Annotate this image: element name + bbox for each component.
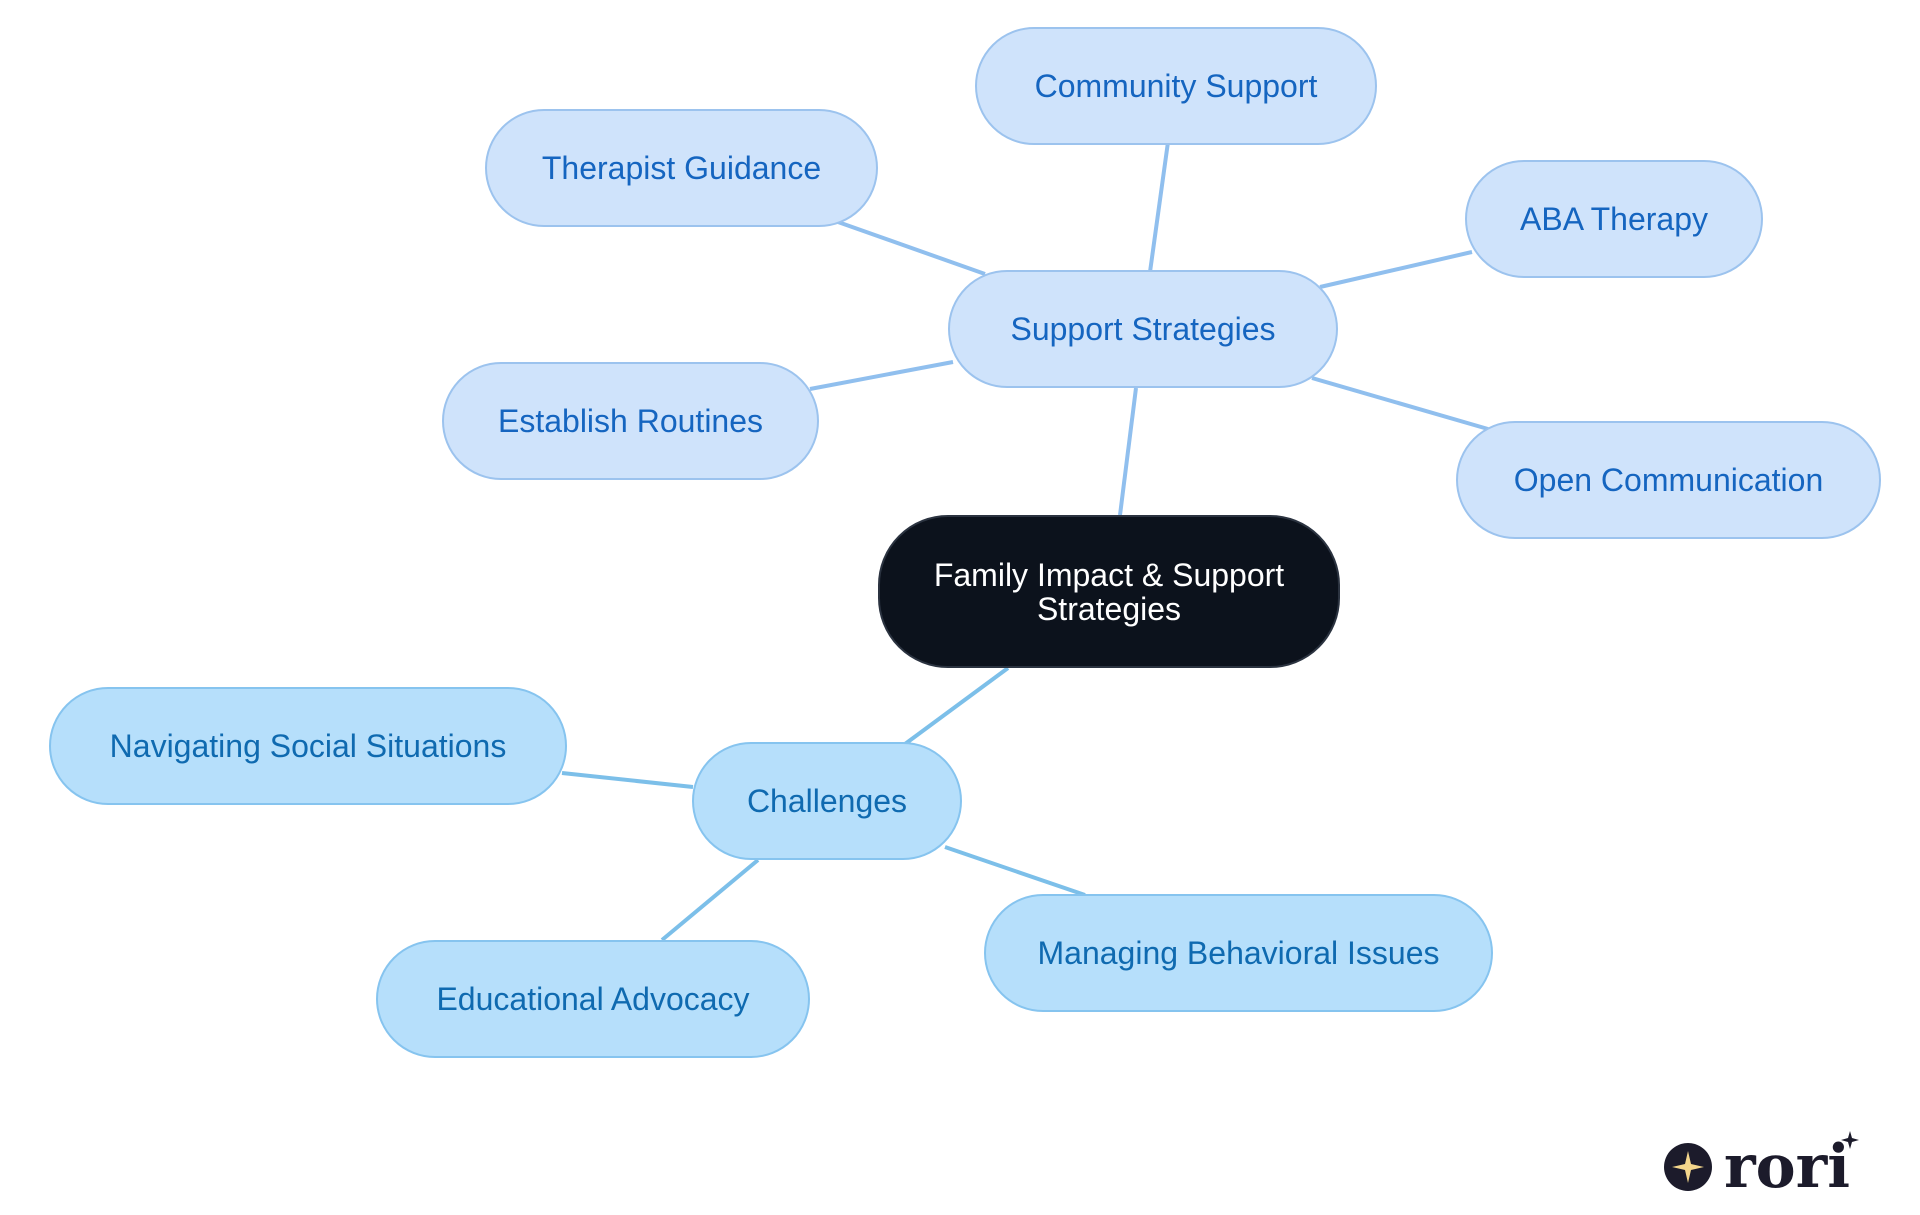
leaf-node-navigating-social-situations[interactable]: Navigating Social Situations [49, 687, 567, 805]
leaf-node-label: Therapist Guidance [541, 150, 822, 186]
leaf-node-managing-behavioral-issues[interactable]: Managing Behavioral Issues [984, 894, 1493, 1012]
leaf-node-label: Open Communication [1513, 462, 1824, 498]
link-challenges-advocacy [660, 858, 760, 942]
leaf-node-label: Managing Behavioral Issues [1037, 935, 1440, 971]
branch-node-label: Challenges [746, 783, 908, 819]
leaf-node-establish-routines[interactable]: Establish Routines [442, 362, 819, 480]
leaf-node-label: Community Support [1034, 68, 1318, 104]
link-root-challenges [903, 666, 1010, 746]
root-node-label: Family Impact & Support Strategies [933, 556, 1285, 627]
link-support-therapist [837, 220, 986, 276]
leaf-node-label: Establish Routines [497, 403, 764, 439]
branch-node-label: Support Strategies [1010, 311, 1276, 347]
link-root-support [1118, 387, 1138, 516]
root-node[interactable]: Family Impact & Support Strategies [878, 515, 1340, 668]
link-support-routines [809, 360, 954, 391]
leaf-node-label: Navigating Social Situations [109, 728, 507, 764]
leaf-node-label: Educational Advocacy [436, 981, 750, 1017]
link-support-community [1148, 141, 1170, 273]
link-challenges-behavioral [944, 845, 1086, 897]
link-support-aba [1319, 250, 1473, 289]
link-support-communication [1311, 376, 1489, 431]
logo-wordmark: rori [1724, 1132, 1850, 1195]
leaf-node-open-communication[interactable]: Open Communication [1456, 421, 1881, 539]
branch-node-support-strategies[interactable]: Support Strategies [948, 270, 1338, 388]
rori-logo: rori [1664, 1131, 1859, 1195]
leaf-node-therapist-guidance[interactable]: Therapist Guidance [485, 109, 878, 227]
branch-node-challenges[interactable]: Challenges [692, 742, 962, 860]
leaf-node-aba-therapy[interactable]: ABA Therapy [1465, 160, 1763, 278]
logo-sparkle-icon [1672, 1151, 1704, 1183]
logo-spark-icon [1841, 1131, 1859, 1149]
link-challenges-social [561, 771, 694, 789]
leaf-node-educational-advocacy[interactable]: Educational Advocacy [376, 940, 810, 1058]
leaf-node-community-support[interactable]: Community Support [975, 27, 1377, 145]
leaf-node-label: ABA Therapy [1520, 201, 1708, 237]
